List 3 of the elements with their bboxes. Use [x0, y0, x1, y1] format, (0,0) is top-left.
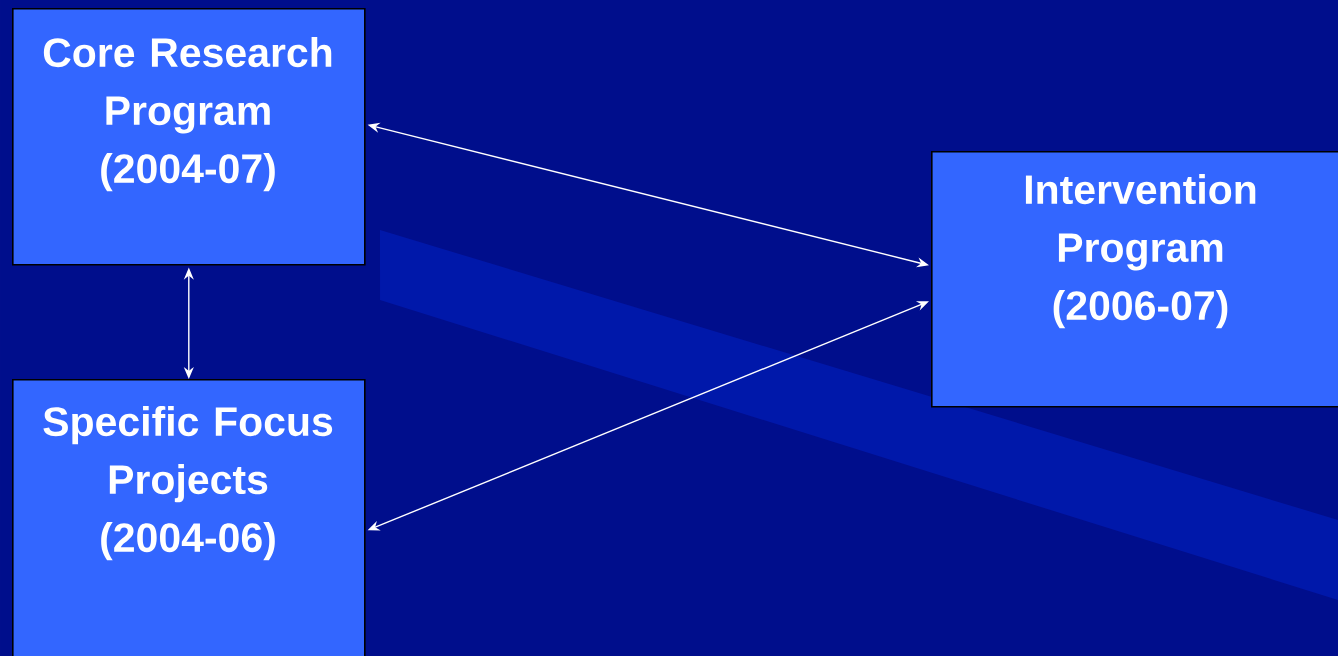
program-box: Core Research Program (2004-07)	[12, 8, 366, 266]
program-box: Intervention Program (2006-07)	[931, 151, 1338, 408]
program-box: Specific Focus Projects (2004-06)	[12, 379, 366, 656]
